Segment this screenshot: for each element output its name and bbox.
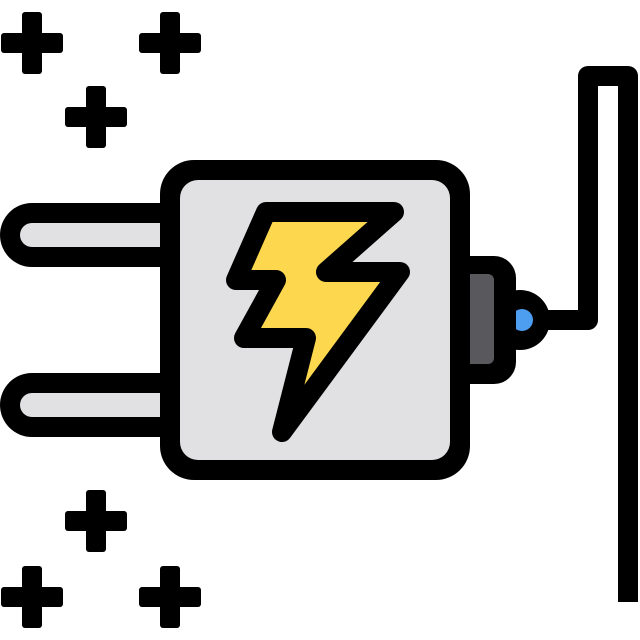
sparkle-icon: [139, 566, 201, 628]
sparkle-icon: [1, 566, 63, 628]
prong-icon: [0, 203, 200, 267]
lightning-bolt-icon: [226, 202, 410, 442]
sparkle-icon: [65, 86, 127, 148]
sparkle-icon: [1, 12, 63, 74]
cable-icon: [520, 66, 638, 602]
sparkle-icon: [65, 490, 127, 552]
sparkle-icon: [139, 12, 201, 74]
prong-icon: [0, 373, 200, 437]
